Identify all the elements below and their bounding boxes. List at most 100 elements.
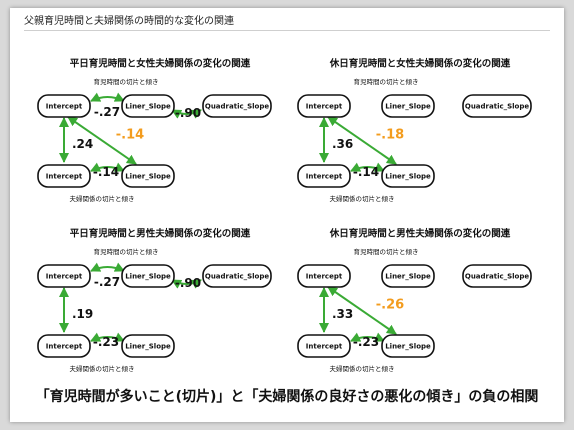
node-top-liner-slope-label: Liner_Slope (385, 103, 431, 111)
coef-diagonal: -.26 (376, 298, 404, 313)
node-top-quadratic-slope-box (462, 264, 532, 288)
node-bottom-intercept: Intercept (297, 334, 351, 358)
node-top-liner-slope: Liner_Slope (381, 94, 435, 118)
node-top-intercept: Intercept (37, 264, 91, 288)
arrow-diagonal-intercept-slope (67, 116, 137, 165)
coef-vertical: .24 (72, 137, 93, 151)
arrow-bottom-intercept-slope (90, 162, 125, 172)
panel-title: 休日育児時間と女性夫婦関係の変化の関連 (329, 58, 511, 70)
node-bottom-liner-slope-label: Liner_Slope (385, 173, 431, 181)
node-bottom-intercept-label: Intercept (46, 173, 83, 181)
panel-1: 平日育児時間と女性夫婦関係の変化の関連育児時間の切片と傾き夫婦関係の切片と傾きI… (37, 58, 272, 203)
node-top-intercept-label: Intercept (46, 273, 83, 281)
coef-diagonal: -.18 (376, 128, 404, 143)
node-top-quadratic-slope-box (202, 94, 272, 118)
node-top-intercept: Intercept (37, 94, 91, 118)
node-bottom-intercept-box (297, 164, 351, 188)
node-top-quadratic-slope: Quadratic_Slope (202, 94, 272, 118)
panel-title: 平日育児時間と女性夫婦関係の変化の関連 (70, 58, 251, 70)
node-bottom-intercept-box (37, 334, 91, 358)
node-top-intercept-box (297, 264, 351, 288)
coef-vertical: .33 (332, 307, 353, 321)
coef-vertical: .36 (332, 137, 353, 151)
node-top-liner-slope-box (121, 264, 175, 288)
node-top-quadratic-slope-box (462, 94, 532, 118)
node-top-liner-slope-box (381, 264, 435, 288)
panel-title: 休日育児時間と男性夫婦関係の変化の関連 (329, 228, 511, 240)
slide: 父親育児時間と夫婦関係の時間的な変化の関連 (10, 8, 564, 422)
conclusion-text: 「育児時間が多いこと(切片)」と「夫婦関係の良好さの悪化の傾き」の負の相関 (35, 389, 539, 405)
coef-bottom-intercept-slope: -.23 (353, 335, 379, 349)
node-bottom-liner-slope-box (121, 164, 175, 188)
node-bottom-intercept: Intercept (37, 334, 91, 358)
arrow-bottom-intercept-slope (350, 162, 385, 172)
node-top-liner-slope-box (121, 94, 175, 118)
coef-bottom-intercept-slope: -.23 (93, 335, 119, 349)
node-top-liner-slope-label: Liner_Slope (125, 103, 171, 111)
node-bottom-intercept-label: Intercept (46, 343, 83, 351)
arrow-bottom-intercept-slope (350, 332, 385, 342)
node-top-intercept-box (37, 94, 91, 118)
coef-vertical: .19 (72, 307, 93, 321)
node-bottom-liner-slope: Liner_Slope (381, 334, 435, 358)
coef-top-slope-quadratic: -.90 (175, 106, 201, 120)
coef-bottom-intercept-slope: -.14 (93, 165, 119, 179)
node-top-liner-slope-label: Liner_Slope (125, 273, 171, 281)
bottom-group-label: 夫婦関係の切片と傾き (330, 194, 395, 203)
arrow-top-slope-quadratic (171, 279, 202, 289)
bottom-group-label: 夫婦関係の切片と傾き (70, 194, 135, 203)
arrow-diagonal-intercept-slope (327, 286, 397, 335)
coef-diagonal: -.14 (116, 128, 144, 143)
header-divider (24, 30, 550, 31)
arrow-diagonal-intercept-slope (327, 116, 397, 165)
top-group-label: 育児時間の切片と傾き (94, 247, 159, 256)
node-top-intercept-label: Intercept (306, 273, 343, 281)
slide-header: 父親育児時間と夫婦関係の時間的な変化の関連 (24, 16, 234, 27)
node-top-quadratic-slope-label: Quadratic_Slope (205, 103, 270, 111)
node-bottom-intercept-box (37, 164, 91, 188)
node-bottom-liner-slope-label: Liner_Slope (125, 343, 171, 351)
top-group-label: 育児時間の切片と傾き (354, 77, 419, 86)
node-top-liner-slope-label: Liner_Slope (385, 273, 431, 281)
node-top-intercept: Intercept (297, 94, 351, 118)
coef-top-intercept-slope: -.27 (94, 105, 120, 119)
node-top-liner-slope: Liner_Slope (121, 94, 175, 118)
node-bottom-intercept-label: Intercept (306, 343, 343, 351)
node-bottom-liner-slope: Liner_Slope (121, 334, 175, 358)
top-group-label: 育児時間の切片と傾き (354, 247, 419, 256)
node-bottom-liner-slope-box (381, 334, 435, 358)
node-top-intercept: Intercept (297, 264, 351, 288)
panel-title: 平日育児時間と男性夫婦関係の変化の関連 (70, 228, 251, 240)
node-bottom-liner-slope-box (381, 164, 435, 188)
node-top-liner-slope: Liner_Slope (381, 264, 435, 288)
node-bottom-liner-slope-label: Liner_Slope (125, 173, 171, 181)
coef-bottom-intercept-slope: -.14 (353, 165, 379, 179)
node-bottom-intercept: Intercept (297, 164, 351, 188)
node-bottom-liner-slope-box (121, 334, 175, 358)
arrow-top-intercept-slope (90, 262, 125, 272)
node-top-intercept-label: Intercept (306, 103, 343, 111)
coef-top-intercept-slope: -.27 (94, 275, 120, 289)
node-top-quadratic-slope: Quadratic_Slope (202, 264, 272, 288)
node-bottom-intercept-box (297, 334, 351, 358)
node-top-liner-slope-box (381, 94, 435, 118)
arrow-top-slope-quadratic (171, 109, 202, 119)
node-top-intercept-label: Intercept (46, 103, 83, 111)
arrow-top-intercept-slope (90, 92, 125, 102)
node-bottom-intercept-label: Intercept (306, 173, 343, 181)
node-top-liner-slope: Liner_Slope (121, 264, 175, 288)
arrow-bottom-intercept-slope (90, 332, 125, 342)
node-top-quadratic-slope: Quadratic_Slope (462, 94, 532, 118)
node-bottom-liner-slope: Liner_Slope (381, 164, 435, 188)
node-top-intercept-box (37, 264, 91, 288)
bottom-group-label: 夫婦関係の切片と傾き (70, 364, 135, 373)
node-top-quadratic-slope-label: Quadratic_Slope (465, 273, 530, 281)
node-top-quadratic-slope-label: Quadratic_Slope (465, 103, 530, 111)
coef-top-slope-quadratic: -.90 (175, 276, 201, 290)
node-bottom-liner-slope-label: Liner_Slope (385, 343, 431, 351)
node-bottom-liner-slope: Liner_Slope (121, 164, 175, 188)
bottom-group-label: 夫婦関係の切片と傾き (330, 364, 395, 373)
